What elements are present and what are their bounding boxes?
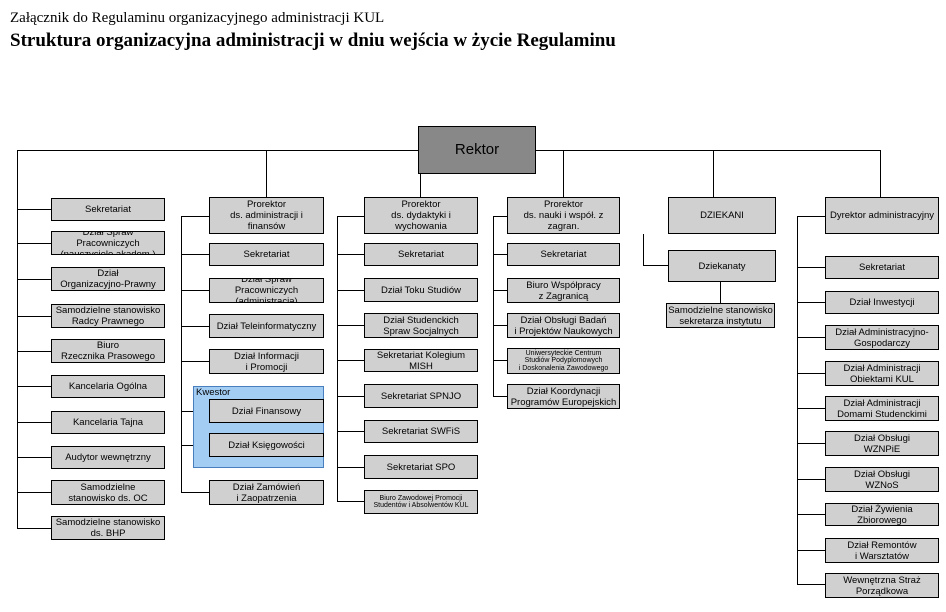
- kwestor-label: Kwestor: [196, 387, 231, 398]
- col1-item: Samodzielne stanowisko ds. OC: [51, 480, 165, 505]
- col2-item: Dział Informacji i Promocji: [209, 349, 324, 374]
- col1-item: Dział Organizacyjno-Prawny: [51, 267, 165, 291]
- col1-item: Samodzielne stanowisko ds. BHP: [51, 516, 165, 540]
- col3-item: Sekretariat Kolegium MISH: [364, 349, 478, 372]
- col2-item: Sekretariat: [209, 243, 324, 266]
- col6-item: Sekretariat: [825, 256, 939, 279]
- col3-item: Sekretariat: [364, 243, 478, 266]
- col4-item: Dział Obsługi Badań i Projektów Naukowyc…: [507, 313, 620, 338]
- col6-item: Dział Administracji Obiektami KUL: [825, 361, 939, 386]
- col1-item: Sekretariat: [51, 198, 165, 221]
- col2-item: Dział Zamówień i Zaopatrzenia: [209, 480, 324, 505]
- col4-item: Uniwersyteckie Centrum Studiów Podyplomo…: [507, 348, 620, 374]
- col1-item: Kancelaria Tajna: [51, 411, 165, 434]
- col6-item: Dział Obsługi WZNPiE: [825, 431, 939, 456]
- document-title: Struktura organizacyjna administracji w …: [10, 30, 616, 51]
- col2-head: Prorektor ds. administracji i finansów: [209, 197, 324, 234]
- col6-item: Wewnętrzna Straż Porządkowa: [825, 573, 939, 598]
- col3-item: Dział Toku Studiów: [364, 278, 478, 302]
- col6-item: Dział Administracji Domami Studenckimi: [825, 396, 939, 421]
- col1-item: Kancelaria Ogólna: [51, 375, 165, 398]
- col6-item: Dział Remontów i Warsztatów: [825, 538, 939, 563]
- col6-item: Dział Administracyjno- Gospodarczy: [825, 325, 939, 350]
- col4-item: Dział Koordynacji Programów Europejskich: [507, 384, 620, 409]
- col5-item: Samodzielne stanowisko sekretarza instyt…: [666, 303, 775, 328]
- col4-head: Prorektor ds. nauki i współ. z zagran.: [507, 197, 620, 234]
- col6-item: Dział Inwestycji: [825, 291, 939, 314]
- col3-item: Dział Studenckich Spraw Socjalnych: [364, 313, 478, 338]
- col5-item: Dziekanaty: [668, 250, 776, 282]
- kwestor-item: Dział Finansowy: [209, 399, 324, 423]
- col3-item: Sekretariat SPO: [364, 455, 478, 479]
- col1-item: Samodzielne stanowisko Radcy Prawnego: [51, 304, 165, 328]
- kwestor-item: Dział Księgowości: [209, 433, 324, 457]
- col3-head: Prorektor ds. dydaktyki i wychowania: [364, 197, 478, 234]
- col1-item: Biuro Rzecznika Prasowego: [51, 339, 165, 363]
- col3-item: Biuro Zawodowej Promocji Studentów i Abs…: [364, 490, 478, 514]
- col2-item: Dział Teleinformatyczny: [209, 314, 324, 338]
- col1-item: Audytor wewnętrzny: [51, 446, 165, 469]
- col6-item: Dział Obsługi WZNoS: [825, 467, 939, 492]
- col4-item: Biuro Współpracy z Zagranicą: [507, 278, 620, 303]
- col2-item: Dział Spraw Pracowniczych (administracja…: [209, 278, 324, 303]
- col3-item: Sekretariat SPNJO: [364, 384, 478, 408]
- col4-item: Sekretariat: [507, 243, 620, 266]
- document-subtitle: Załącznik do Regulaminu organizacyjnego …: [10, 10, 385, 26]
- col1-item: Dział Spraw Pracowniczych (nauczyciele a…: [51, 231, 165, 255]
- col6-head: Dyrektor administracyjny: [825, 197, 939, 234]
- rektor-box: Rektor: [418, 126, 536, 174]
- col6-item: Dział Żywienia Zbiorowego: [825, 503, 939, 526]
- col3-item: Sekretariat SWFiS: [364, 420, 478, 443]
- col5-head: DZIEKANI: [668, 197, 776, 234]
